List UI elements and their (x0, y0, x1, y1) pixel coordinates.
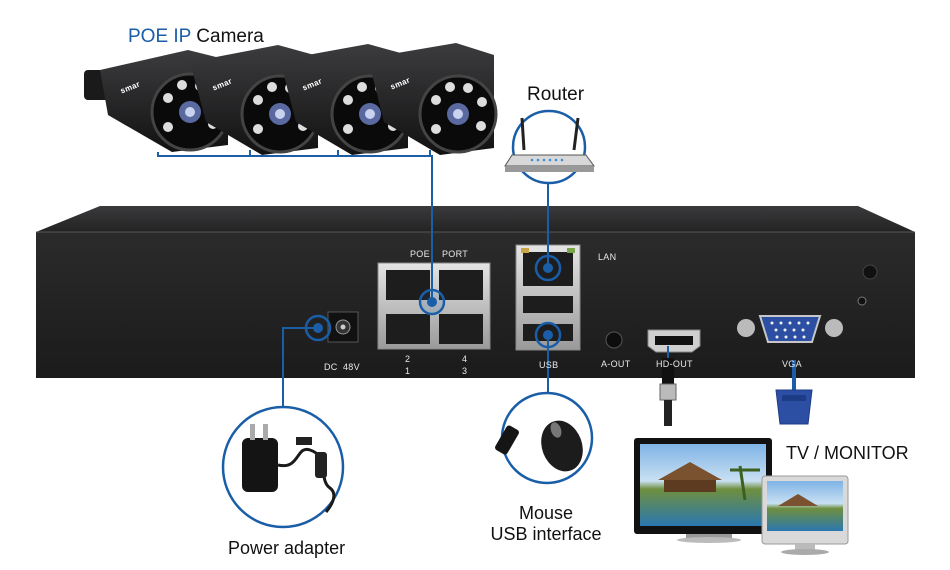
hdmi-plug-icon (659, 358, 677, 426)
vga-label: VGA (782, 359, 802, 369)
router-label: Router (527, 84, 585, 105)
usb-dongle-icon (495, 425, 519, 455)
tv-monitor-label: TV / MONITOR (786, 443, 909, 463)
monitor-icon (634, 438, 772, 543)
port-number-3: 3 (462, 366, 468, 376)
camera-bus-line (157, 152, 433, 300)
usb-port-top[interactable] (523, 296, 573, 313)
poe-port-4[interactable] (439, 270, 483, 300)
dc-label: DC (324, 362, 338, 372)
vga-plug-icon (775, 360, 813, 425)
mouse-label: Mouse USB interface (480, 503, 612, 545)
nvr-recorder (36, 206, 915, 378)
camera-group (84, 43, 498, 155)
usb-label: USB (539, 360, 559, 370)
audio-out-jack[interactable] (605, 331, 623, 349)
mouse-usb-icon (495, 391, 594, 485)
mouse-label-line1: Mouse (518, 503, 574, 523)
poe-label: POE (410, 249, 430, 259)
monitor-icon (761, 475, 849, 555)
mouse-label-line2: USB interface (490, 524, 602, 544)
hd-out-label: HD-OUT (656, 359, 693, 369)
connection-lines (157, 150, 669, 408)
ground-terminal-icon (857, 296, 867, 306)
nvr-top-surface (36, 206, 915, 232)
port-number-4: 4 (462, 354, 468, 364)
port-number-1: 1 (405, 366, 411, 376)
mouse-icon (541, 420, 583, 472)
poe-port-3[interactable] (439, 314, 483, 344)
vga-port[interactable] (758, 315, 822, 343)
bullet-camera-icon (368, 43, 498, 155)
poe-port-1[interactable] (386, 314, 430, 344)
router-icon (504, 109, 595, 185)
a-out-label: A-OUT (601, 359, 631, 369)
camera-title: POE IP Camera (128, 26, 264, 48)
port-label: PORT (442, 249, 469, 259)
port-number-2: 2 (405, 354, 411, 364)
power-adapter-label: Power adapter (228, 538, 346, 558)
ground-screw-icon (862, 264, 878, 280)
dc-voltage-label: 48V (343, 362, 360, 372)
power-adapter-icon (221, 405, 345, 529)
camera-title-suffix: Camera (191, 26, 264, 47)
camera-title-prefix: POE IP (128, 26, 192, 47)
lan-label: LAN (598, 252, 617, 262)
